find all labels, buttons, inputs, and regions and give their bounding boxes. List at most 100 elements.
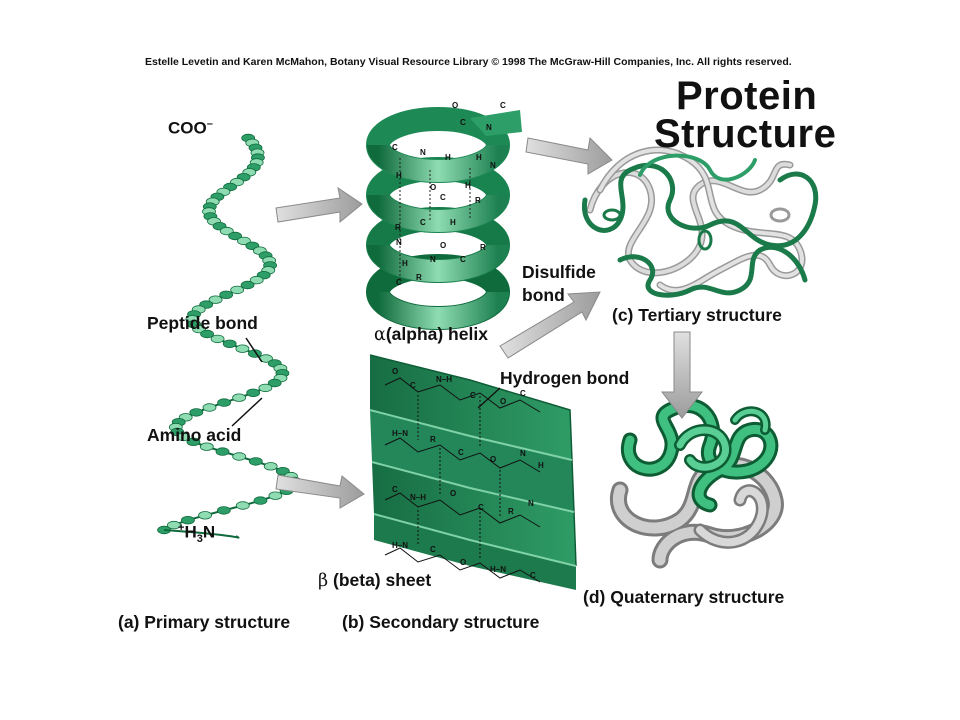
beta-text: (beta) sheet bbox=[333, 570, 432, 590]
svg-text:R: R bbox=[395, 223, 401, 232]
peptide-bond-leader bbox=[245, 337, 263, 363]
amino-acid-bead bbox=[219, 226, 234, 236]
amino-acid-bead bbox=[202, 403, 217, 412]
svg-text:O: O bbox=[452, 101, 458, 110]
amino-acid-bead bbox=[258, 383, 273, 393]
amino-acid-bead bbox=[222, 339, 237, 348]
beta-symbol: β bbox=[318, 571, 329, 591]
amino-acid-bead bbox=[198, 511, 213, 520]
amino-acid-bead bbox=[180, 516, 195, 525]
svg-text:R: R bbox=[475, 196, 481, 205]
diagram-title-line1: Protein bbox=[676, 74, 818, 118]
alpha-text: (alpha) helix bbox=[385, 324, 488, 344]
arrow-helix-to-tertiary bbox=[525, 136, 613, 175]
svg-text:O: O bbox=[450, 489, 456, 498]
svg-text:C: C bbox=[500, 101, 506, 110]
amino-acid-bead bbox=[236, 236, 251, 246]
amino-acid-bead bbox=[253, 496, 268, 505]
tertiary-structure bbox=[581, 146, 819, 298]
chain-tail bbox=[164, 529, 240, 539]
quaternary-structure bbox=[610, 398, 784, 569]
svg-text:C: C bbox=[396, 278, 402, 287]
amino-acid-bead bbox=[210, 334, 225, 344]
svg-text:O: O bbox=[392, 367, 398, 376]
amino-acid-bead bbox=[200, 329, 215, 339]
svg-text:H: H bbox=[538, 461, 544, 470]
hydrogen-bond-leader bbox=[477, 387, 501, 409]
amino-acid-bead bbox=[232, 393, 247, 402]
copyright-credit: Estelle Levetin and Karen McMahon, Botan… bbox=[145, 56, 792, 68]
svg-text:N: N bbox=[528, 499, 534, 508]
svg-text:O: O bbox=[440, 241, 446, 250]
svg-text:R: R bbox=[480, 243, 486, 252]
amino-acid-bead bbox=[235, 344, 250, 353]
amino-acid-bead bbox=[176, 432, 191, 442]
amino-acid-leader bbox=[231, 397, 263, 427]
svg-text:R: R bbox=[416, 273, 422, 282]
svg-text:C: C bbox=[460, 255, 466, 264]
coo-text: COO bbox=[168, 118, 207, 138]
amino-acid-bead bbox=[215, 447, 230, 456]
svg-text:C: C bbox=[392, 143, 398, 152]
svg-text:H: H bbox=[476, 153, 482, 162]
amino-acid-bead bbox=[240, 280, 255, 290]
svg-text:H: H bbox=[445, 153, 451, 162]
h3n-n: N bbox=[202, 522, 216, 542]
svg-text:H–N: H–N bbox=[392, 541, 408, 550]
svg-text:N: N bbox=[520, 449, 526, 458]
svg-text:N: N bbox=[430, 255, 436, 264]
amino-acid-bead bbox=[268, 491, 283, 500]
amino-acid-bead bbox=[246, 388, 261, 397]
svg-text:C: C bbox=[470, 391, 476, 400]
svg-text:H–N: H–N bbox=[392, 429, 408, 438]
amino-acid-bead bbox=[230, 285, 245, 295]
svg-text:C: C bbox=[520, 389, 526, 398]
amino-acid-bead bbox=[166, 520, 181, 530]
amino-acid-bead bbox=[263, 462, 278, 471]
svg-text:N: N bbox=[396, 238, 402, 247]
svg-text:O: O bbox=[430, 183, 436, 192]
svg-text:C: C bbox=[458, 448, 464, 457]
svg-text:N: N bbox=[486, 123, 492, 132]
amino-acid-label: Amino acid bbox=[147, 425, 242, 445]
svg-text:O: O bbox=[500, 397, 506, 406]
carboxyl-terminus-label: COO– bbox=[168, 118, 213, 139]
arrow-primary-to-sheet bbox=[275, 474, 365, 509]
disulfide-bond-label-line1: Disulfide bbox=[522, 262, 596, 282]
amino-acid-bead bbox=[248, 457, 263, 466]
svg-text:R: R bbox=[508, 507, 514, 516]
amino-acid-bead bbox=[186, 437, 201, 446]
disulfide-bond-label-line2: bond bbox=[522, 285, 565, 305]
svg-text:O: O bbox=[490, 455, 496, 464]
arrow-sheet-to-tertiary bbox=[499, 291, 601, 359]
diagram-title-line2: Structure bbox=[654, 112, 837, 156]
amino-acid-bead bbox=[232, 452, 247, 461]
tertiary-caption: (c) Tertiary structure bbox=[612, 305, 782, 325]
amino-acid-bead bbox=[219, 290, 234, 299]
svg-text:H: H bbox=[396, 171, 402, 180]
amino-acid-bead bbox=[249, 275, 264, 285]
svg-text:N–H: N–H bbox=[436, 375, 452, 384]
svg-text:C: C bbox=[392, 485, 398, 494]
svg-text:C: C bbox=[430, 545, 436, 554]
svg-text:N: N bbox=[420, 148, 426, 157]
svg-text:H: H bbox=[402, 259, 408, 268]
alpha-symbol: α bbox=[374, 325, 386, 345]
amino-terminus-label: +H3N bbox=[178, 522, 215, 545]
peptide-bond-label: Peptide bond bbox=[147, 313, 258, 333]
primary-caption: (a) Primary structure bbox=[118, 612, 291, 632]
svg-text:H: H bbox=[450, 218, 456, 227]
h3n-charge: + bbox=[178, 522, 185, 534]
svg-text:C: C bbox=[460, 118, 466, 127]
svg-text:C: C bbox=[440, 193, 446, 202]
svg-text:N: N bbox=[490, 161, 496, 170]
h3n-subscript: 3 bbox=[196, 533, 203, 546]
svg-text:O: O bbox=[460, 558, 466, 567]
quaternary-caption: (d) Quaternary structure bbox=[583, 587, 785, 607]
chain-backbone bbox=[163, 137, 296, 531]
arrow-primary-to-helix bbox=[275, 186, 363, 224]
amino-acid-bead bbox=[217, 398, 232, 407]
amino-acid-bead bbox=[267, 378, 282, 388]
